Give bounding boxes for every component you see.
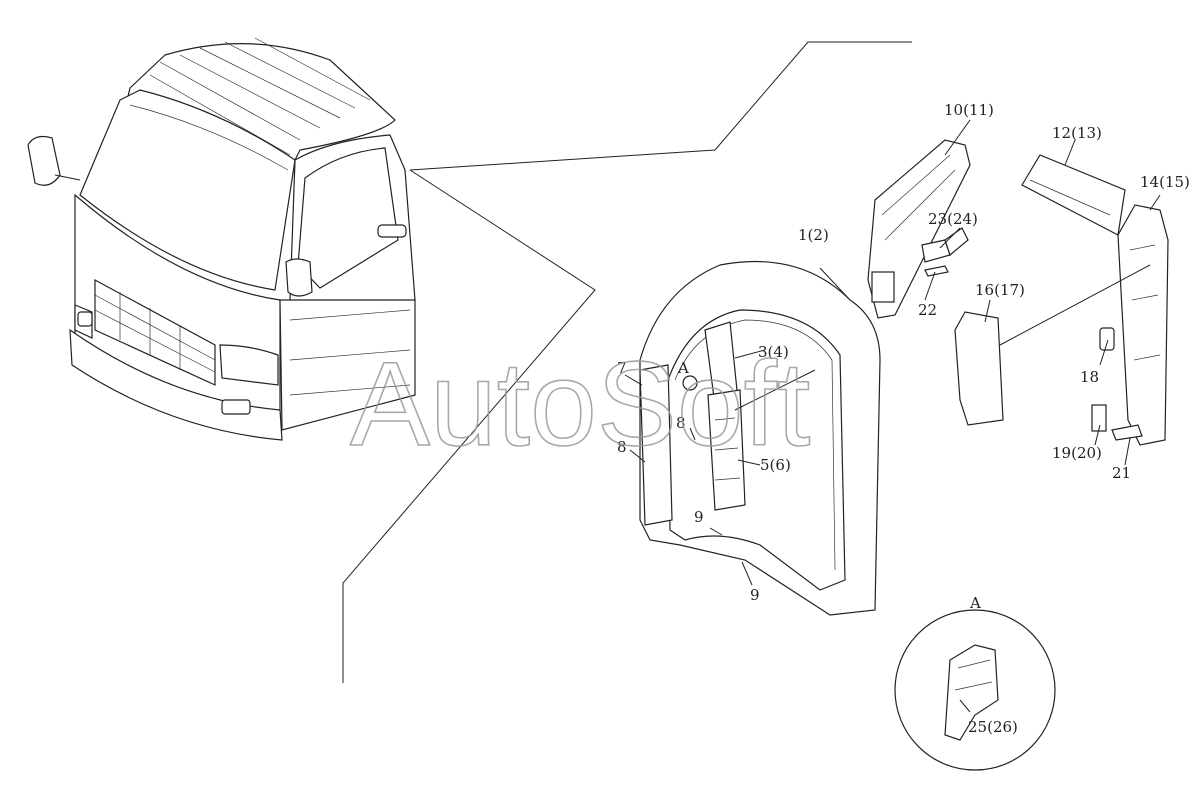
- truck-cab-illustration: [27, 37, 416, 441]
- part-door-aperture-panel: [639, 260, 881, 616]
- part-roof-rail-12: [1021, 154, 1126, 236]
- callout-25: 25(26): [968, 718, 1018, 736]
- callout-leaders: [624, 119, 1161, 713]
- cab-leader-lines: [342, 41, 912, 683]
- callout-14: 14(15): [1140, 173, 1190, 191]
- callout-9a: 9: [694, 508, 704, 526]
- callout-18: 18: [1080, 368, 1099, 386]
- part-22: [924, 265, 949, 277]
- callout-12: 12(13): [1052, 124, 1102, 142]
- callout-23: 23(24): [928, 210, 978, 228]
- callout-8b: 8: [617, 438, 627, 456]
- callout-a: A: [677, 359, 689, 377]
- callout-22: 22: [918, 301, 937, 319]
- part-18: [1099, 327, 1115, 351]
- callout-5: 5(6): [760, 456, 791, 474]
- callout-9b: 9: [750, 586, 760, 604]
- callout-16: 16(17): [975, 281, 1025, 299]
- callout-3: 3(4): [758, 343, 789, 361]
- detail-a-view: [894, 609, 1056, 771]
- callout-8a: 8: [676, 414, 686, 432]
- part-21: [1111, 424, 1143, 441]
- part-panel-16: [954, 311, 1004, 426]
- callout-10: 10(11): [944, 101, 994, 119]
- callout-21: 21: [1112, 464, 1131, 482]
- detail-a-label: A: [969, 594, 981, 612]
- watermark-text: AutoSoft: [350, 337, 810, 471]
- callout-7: 7: [617, 359, 627, 377]
- callout-1: 1(2): [798, 226, 829, 244]
- callout-19: 19(20): [1052, 444, 1102, 462]
- part-pillar-10: [867, 139, 971, 319]
- part-pillar-14: [1117, 204, 1169, 446]
- callout-labels: 1(2) 3(4) 5(6) 7 8 8 9 9 A 10(11) 12(13)…: [617, 101, 1190, 736]
